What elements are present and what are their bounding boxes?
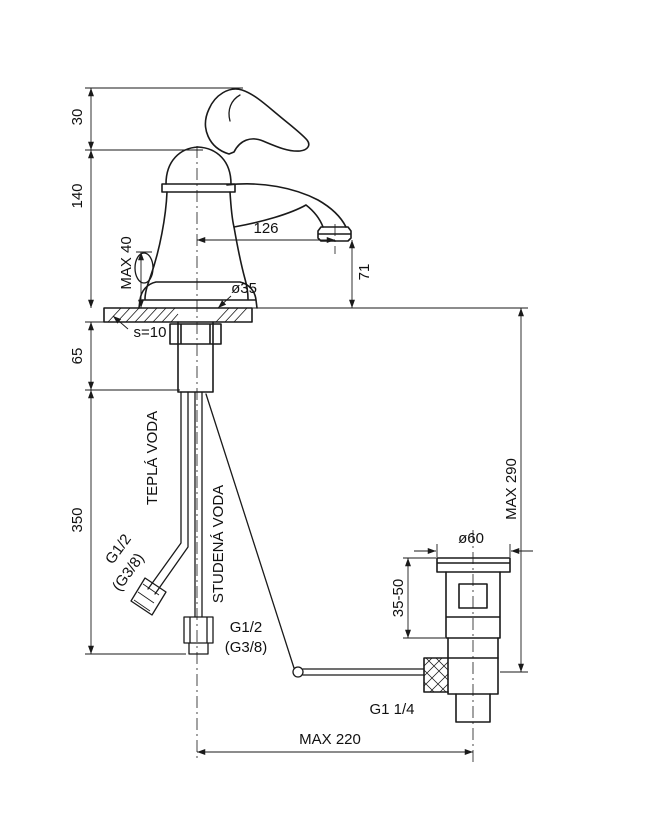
faucet-collar bbox=[161, 183, 236, 193]
mounting-deck bbox=[103, 307, 253, 323]
dim-label-126: 126 bbox=[253, 220, 278, 237]
diameter-label-35: ø35 bbox=[231, 280, 257, 297]
faucet-dome-cap bbox=[165, 146, 232, 185]
drain-assembly bbox=[423, 557, 511, 723]
spout-aerator bbox=[317, 226, 352, 242]
dim-label-35-50: 35-50 bbox=[390, 579, 407, 617]
leader-dia35 bbox=[217, 295, 232, 309]
hot-connector bbox=[130, 577, 167, 616]
faucet-spout bbox=[226, 183, 347, 228]
diameter-label-60: ø60 bbox=[458, 530, 484, 547]
supply-tubes bbox=[147, 391, 203, 618]
faucet-outline bbox=[134, 88, 352, 309]
pop-up-knob bbox=[134, 252, 154, 284]
faucet-lever bbox=[204, 88, 310, 155]
deck-outline bbox=[103, 307, 253, 323]
dim-label-140: 140 bbox=[69, 183, 86, 208]
hot-connector-hatch bbox=[133, 583, 160, 612]
mounting-nut bbox=[169, 323, 222, 345]
hot-connector-body bbox=[130, 577, 167, 616]
pop-up-rod-horizontal bbox=[302, 668, 425, 676]
supply-assembly bbox=[130, 321, 222, 655]
dim-label-65: 65 bbox=[69, 348, 86, 365]
drain-thread-label: G1 1/4 bbox=[369, 701, 414, 718]
cold-connector bbox=[183, 616, 214, 655]
drain-tailpiece bbox=[455, 693, 491, 723]
faucet-lever-inner-line bbox=[228, 94, 241, 122]
cold-thread-alt-label: (G3/8) bbox=[225, 639, 268, 656]
cold-connector-nut bbox=[183, 616, 214, 655]
dim-label-30: 30 bbox=[69, 109, 86, 126]
center-lines bbox=[196, 146, 474, 762]
deck-hatch bbox=[107, 307, 248, 323]
drain-mid-section bbox=[447, 637, 499, 659]
knurled-nut bbox=[423, 657, 449, 693]
drain-flange bbox=[436, 557, 511, 573]
dim-label-max-40: MAX 40 bbox=[118, 236, 135, 289]
dim-label-71: 71 bbox=[356, 264, 373, 281]
hot-water-label: TEPLÁ VODA bbox=[144, 411, 161, 505]
threaded-shank bbox=[177, 321, 214, 393]
dim-label-max-290: MAX 290 bbox=[503, 458, 520, 520]
labels: 30 140 MAX 40 126 71 ø35 s=10 65 350 TEP… bbox=[69, 109, 520, 748]
extension-lines-path bbox=[85, 87, 528, 673]
dim-label-350: 350 bbox=[69, 507, 86, 532]
faucet-base-flare bbox=[138, 281, 258, 309]
plate-thickness-label: s=10 bbox=[134, 324, 167, 341]
rod-ball-joint bbox=[292, 666, 304, 678]
pop-up-rod bbox=[205, 393, 425, 678]
cold-water-label: STUDENÁ VODA bbox=[210, 485, 227, 603]
cold-thread-label: G1/2 bbox=[230, 619, 263, 636]
drain-overflow-window bbox=[458, 583, 488, 609]
dimension-lines bbox=[88, 88, 533, 755]
extension-lines bbox=[85, 87, 528, 673]
pop-up-rod-diagonal bbox=[205, 393, 295, 669]
knurled-nut-hatch bbox=[423, 657, 449, 693]
drain-upper-body bbox=[445, 571, 501, 639]
dim-label-max-220: MAX 220 bbox=[299, 731, 361, 748]
